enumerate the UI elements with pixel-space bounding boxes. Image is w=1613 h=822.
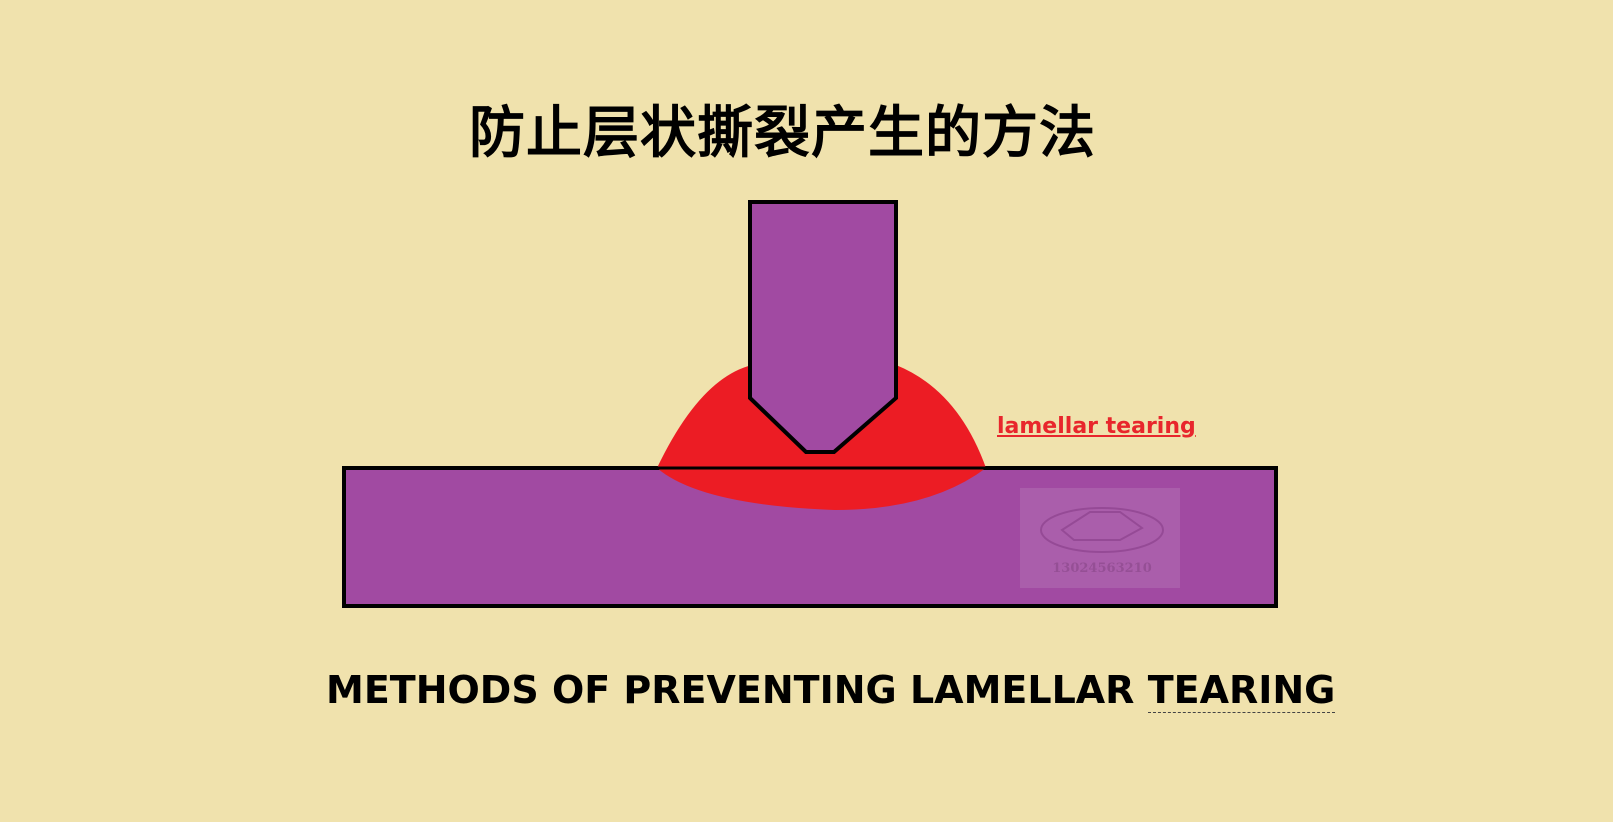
chinese-title: 防止层状撕裂产生的方法	[469, 101, 1096, 166]
watermark-stamp	[1020, 488, 1180, 588]
lamellar-tearing-label: lamellar tearing	[997, 414, 1196, 439]
english-title: METHODS OF PREVENTING LAMELLAR TEARING	[326, 668, 1336, 713]
english-title-main: METHODS OF PREVENTING LAMELLAR	[326, 668, 1135, 712]
english-title-tail: TEARING	[1147, 668, 1336, 713]
watermark-number: 13024563210	[1052, 561, 1152, 576]
vertical-member	[748, 200, 898, 454]
